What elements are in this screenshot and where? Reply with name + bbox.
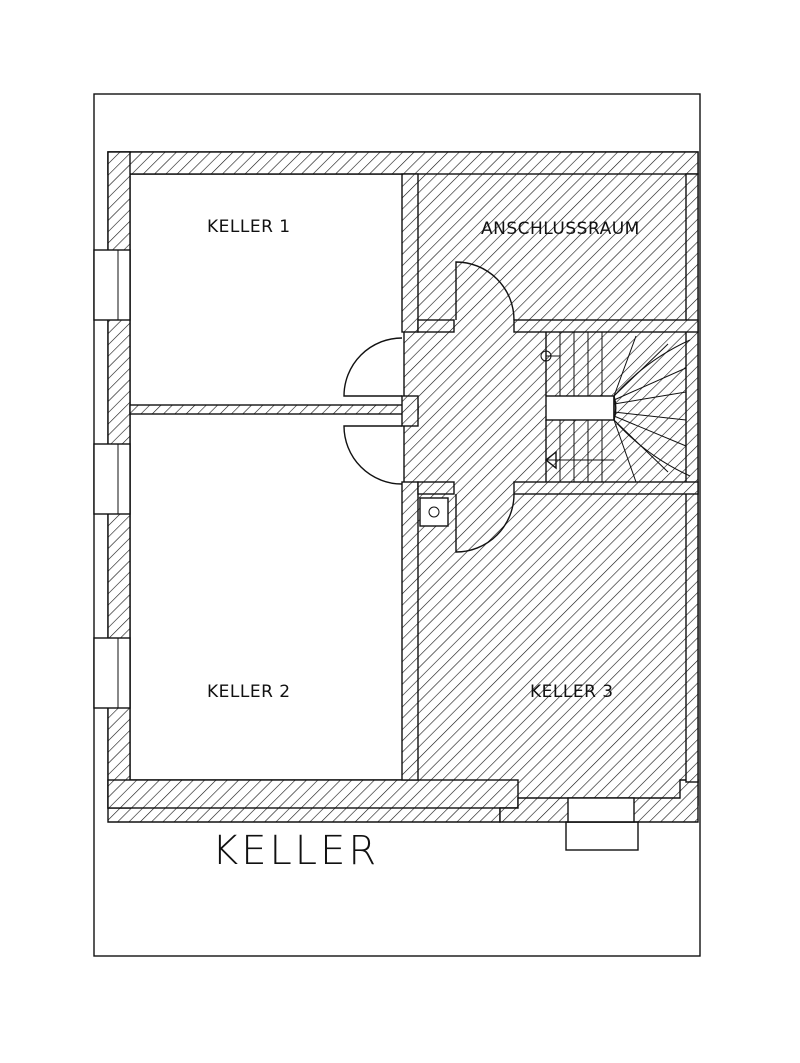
door-keller1: [343, 337, 403, 397]
wall-stair-left: [545, 395, 615, 421]
wall-interior-horizontal-left: [129, 404, 419, 415]
door-keller2: [343, 425, 403, 485]
wall-interior-vertical-upper: [401, 173, 419, 333]
light-well: [565, 821, 639, 851]
plan-title: KELLER: [212, 828, 379, 874]
window-left-1: [93, 249, 131, 321]
staircase: [540, 332, 691, 483]
wall-top: [107, 151, 699, 175]
wall-keller3-top-right: [513, 481, 699, 495]
sheet-border: [93, 93, 701, 957]
door-keller3: [455, 493, 515, 553]
wall-interior-vertical-bottom: [401, 481, 419, 781]
stair-arrow-icon: [544, 450, 557, 470]
window-left-2: [93, 443, 131, 515]
window-bottom: [567, 797, 635, 823]
wall-interior-vertical-lower: [401, 395, 419, 427]
shaft: [419, 497, 449, 527]
door-anschluss: [455, 261, 515, 321]
wall-right: [685, 173, 699, 783]
room-label-anschlussraum: ANSCHLUSSRAUM: [481, 219, 640, 239]
wall-anschluss-bottom-left: [417, 319, 455, 333]
room-label-keller2: KELLER 2: [207, 682, 291, 702]
room-label-keller1: KELLER 1: [207, 217, 291, 237]
window-left-3: [93, 637, 131, 709]
wall-anschluss-bottom-right: [513, 319, 699, 333]
wall-bottom-left: [107, 779, 519, 809]
wall-keller3-top-left: [417, 481, 455, 495]
shaft-icon: [428, 506, 440, 518]
room-label-keller3: KELLER 3: [530, 682, 614, 702]
